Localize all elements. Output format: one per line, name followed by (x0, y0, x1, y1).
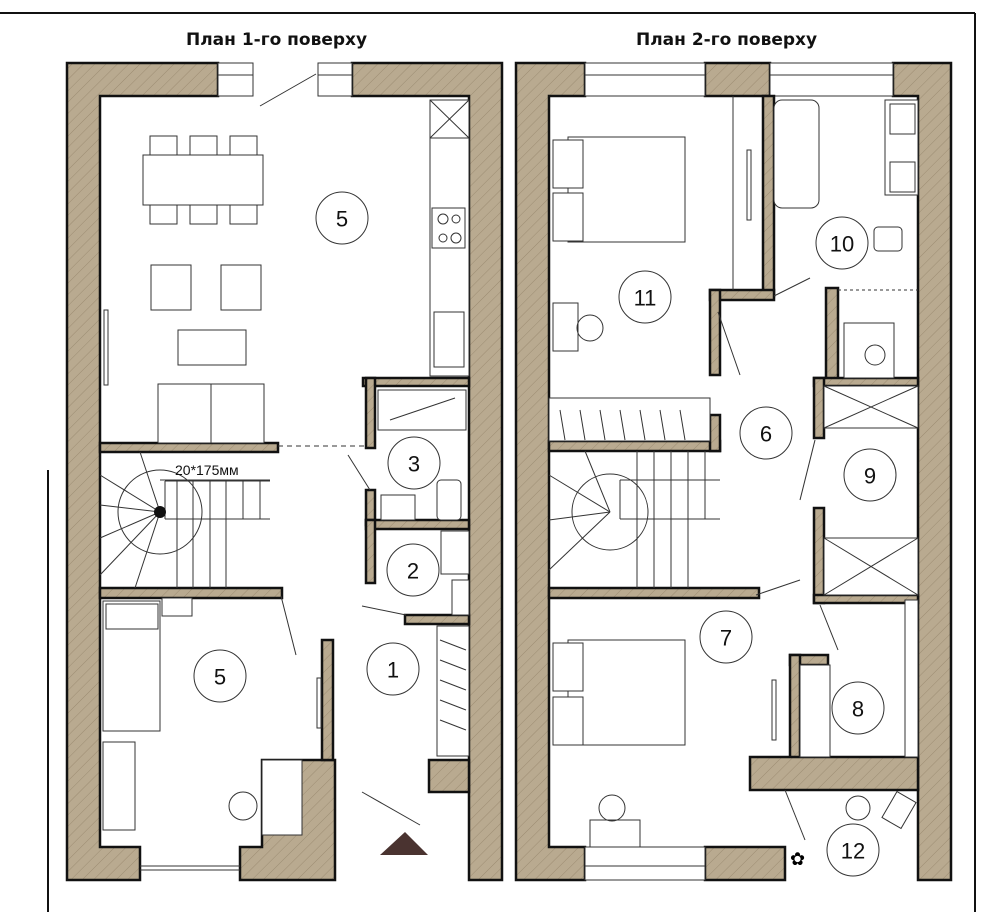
floor-2-plan: ✿ 11 10 6 9 7 8 12 (514, 61, 953, 882)
frame (0, 12, 976, 912)
svg-text:12: 12 (841, 839, 865, 864)
wall (364, 376, 377, 450)
entrance-arrow-icon (380, 832, 428, 855)
svg-text:5: 5 (336, 207, 348, 232)
svg-text:7: 7 (720, 626, 732, 651)
room-label-7: 7 (699, 610, 753, 664)
svg-text:11: 11 (634, 286, 657, 311)
room-label-2: 2 (386, 543, 440, 597)
wall (748, 755, 920, 792)
room-label-5: 5 (193, 649, 247, 703)
room-label-4: 5 (315, 191, 369, 245)
wall (708, 413, 722, 453)
room-label-9: 9 (843, 448, 897, 502)
wall (812, 376, 826, 440)
svg-text:6: 6 (760, 422, 772, 447)
room-label-8: 8 (831, 681, 885, 735)
staircase (548, 450, 720, 588)
wall (427, 758, 471, 794)
svg-text:2: 2 (407, 559, 419, 584)
floor-1-title: План 1-го поверху (186, 30, 368, 50)
wall (703, 845, 787, 882)
wall (812, 593, 920, 605)
wall (788, 653, 802, 762)
wall (364, 518, 471, 531)
svg-text:9: 9 (864, 464, 876, 489)
wall (703, 61, 772, 98)
staircase: 20*175мм (99, 451, 270, 589)
plant-icon: ✿ (790, 849, 805, 869)
floor-2-title: План 2-го поверху (636, 30, 818, 50)
wall (761, 94, 776, 298)
wall (403, 613, 471, 626)
room-label-10: 10 (815, 216, 869, 270)
wall (547, 586, 761, 600)
room-label-11: 11 (618, 270, 672, 324)
svg-text:3: 3 (408, 452, 420, 477)
wall (98, 441, 280, 454)
wall (812, 506, 826, 605)
svg-text:10: 10 (830, 232, 854, 257)
wall (361, 376, 471, 388)
wall (547, 439, 722, 453)
svg-text:5: 5 (214, 665, 226, 690)
floor-1-plan: 20*175мм 5 3 2 5 1 (65, 61, 504, 882)
wall (708, 288, 722, 377)
wall (320, 638, 335, 762)
room-label-1: 1 (366, 642, 420, 696)
wall (364, 518, 377, 585)
room-label-6: 6 (739, 406, 793, 460)
wall (98, 586, 284, 600)
room-label-3: 3 (387, 436, 441, 490)
stair-dimension-note: 20*175мм (175, 462, 239, 478)
wall (824, 286, 840, 382)
svg-text:1: 1 (387, 658, 399, 683)
wall (812, 376, 920, 388)
svg-text:8: 8 (852, 697, 864, 722)
room-label-12: 12 (826, 823, 880, 877)
